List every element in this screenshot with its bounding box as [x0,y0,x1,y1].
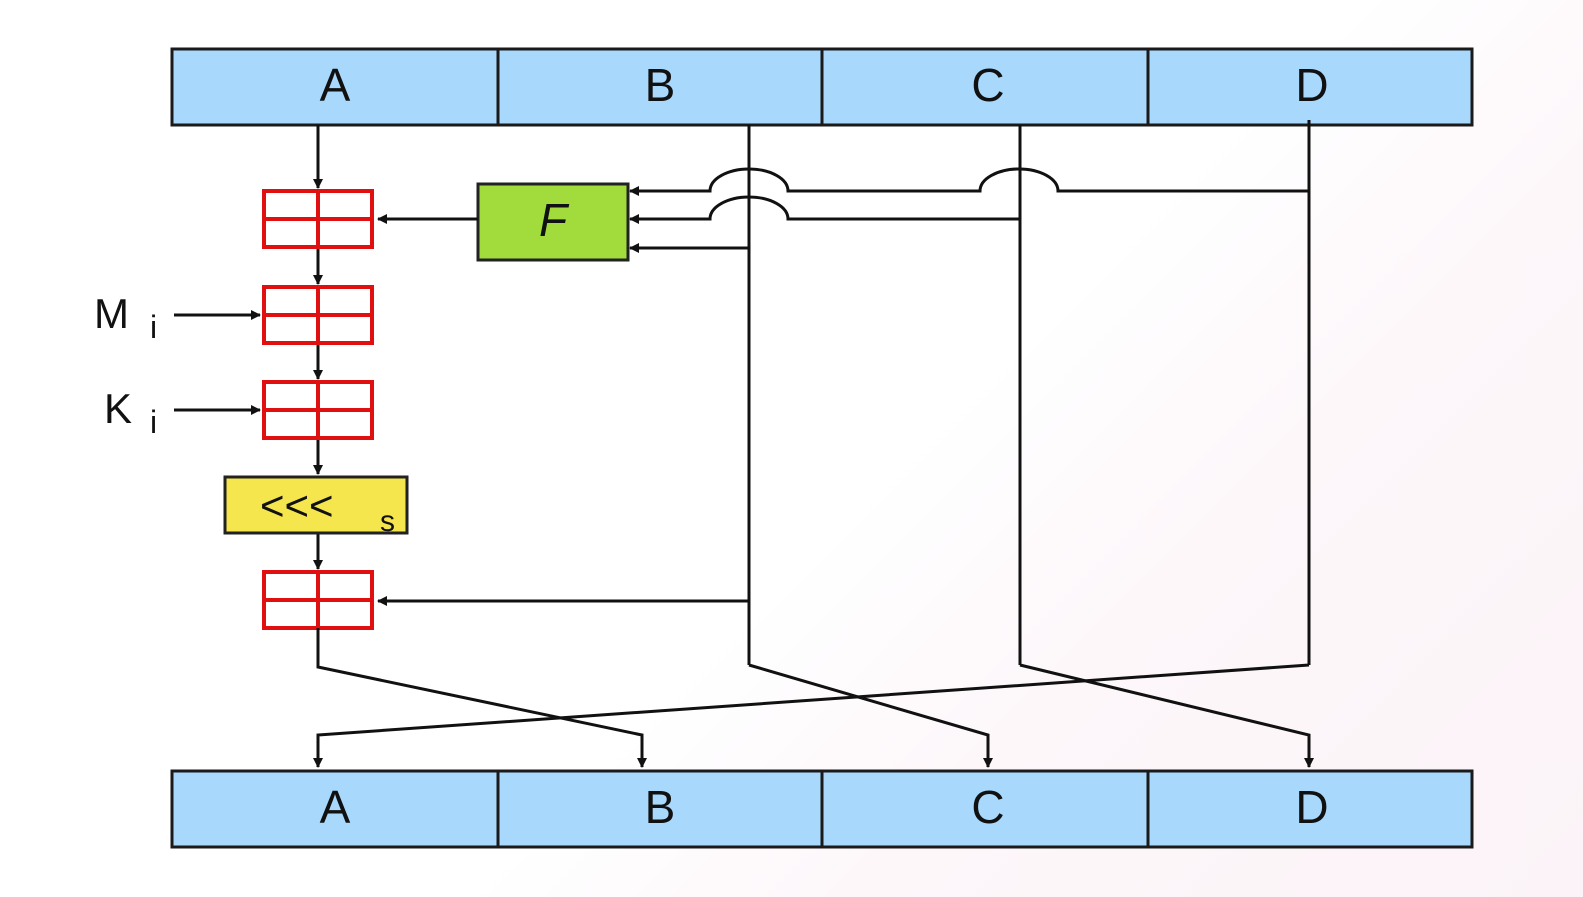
top-register-a: A [170,47,500,127]
bottom-register-c-label: C [971,781,1004,833]
top-register-d-label: D [1295,59,1328,111]
key-input-label: K [104,385,132,432]
message-input-subscript: i [150,309,157,345]
adder-3 [262,380,374,440]
top-register-c-label: C [971,59,1004,111]
bottom-register-a: A [170,769,500,849]
d-wires [629,120,1311,665]
adder-2 [262,285,374,345]
message-input: M i [94,290,261,345]
key-input-subscript: i [150,404,157,440]
adder-1 [262,189,374,249]
wire-d-to-f [629,167,1309,196]
bottom-register-b: B [496,769,824,849]
bottom-register-row: A B C D [170,769,1474,849]
bottom-register-b-label: B [645,781,676,833]
function-f-box: F [476,182,630,262]
top-register-row: A B C D [170,47,1474,127]
wire-d-to-out-a [313,663,1310,768]
message-input-label: M [94,290,129,337]
b-wires [377,125,751,665]
wire-c-to-f [629,195,1020,224]
output-wires [313,628,1314,768]
key-input: K i [104,385,261,440]
adder-4 [262,570,374,630]
bottom-register-d: D [1146,769,1474,849]
top-register-a-label: A [320,59,351,111]
wire-b-to-out-c [748,663,993,768]
top-register-b-label: B [645,59,676,111]
c-wires [629,125,1022,665]
rotate-box: <<< s [223,475,409,538]
top-register-b: B [496,47,824,127]
wire-adder4-to-out-b [316,628,647,768]
bottom-register-d-label: D [1295,781,1328,833]
function-f-label: F [539,194,570,246]
bottom-register-c: C [820,769,1150,849]
rotate-subscript: s [380,505,395,538]
top-register-c: C [820,47,1150,127]
bottom-register-a-label: A [320,781,351,833]
top-register-d: D [1146,47,1474,127]
wire-c-to-out-d [1019,663,1314,768]
rotate-label: <<< [260,482,334,529]
